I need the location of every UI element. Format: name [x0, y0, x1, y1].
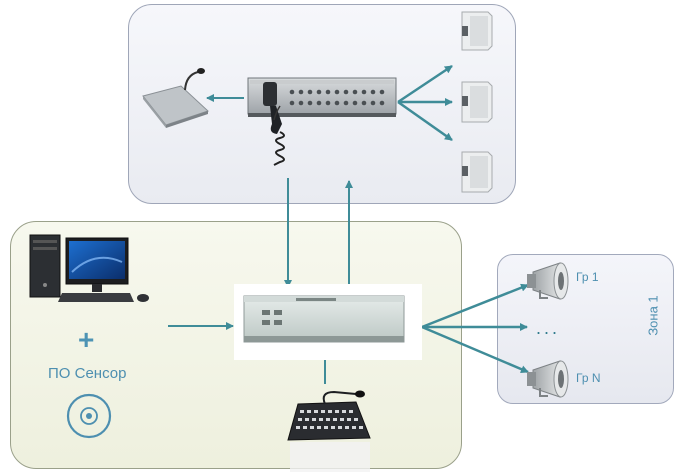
desk-console-icon — [287, 390, 371, 472]
zone-label: Зона 1 — [645, 295, 661, 336]
arrow-controller-to-group-1 — [421, 283, 529, 329]
paging-microphone-icon — [142, 68, 209, 128]
arrow-amp-to-speaker-1 — [397, 64, 453, 104]
handheld-microphone-icon — [270, 105, 285, 166]
arrow-amp-to-speaker-3 — [397, 100, 453, 142]
software-label: ПО Сенсор — [48, 365, 127, 382]
horn-speaker-icon — [527, 262, 569, 398]
public-address-amplifier-icon — [247, 77, 397, 117]
arrow-controller-to-group-n — [421, 325, 529, 374]
plus-sign: + — [78, 324, 95, 355]
disc-icon — [66, 393, 112, 439]
group-last-label: Гр N — [576, 371, 601, 385]
group-ellipsis: ... — [536, 318, 561, 338]
desktop-computer-icon — [29, 234, 149, 302]
rack-controller-icon — [234, 284, 422, 360]
group-first-label: Гр 1 — [576, 270, 599, 284]
connection-arrows — [168, 64, 529, 384]
wall-speaker-icon — [461, 11, 493, 193]
